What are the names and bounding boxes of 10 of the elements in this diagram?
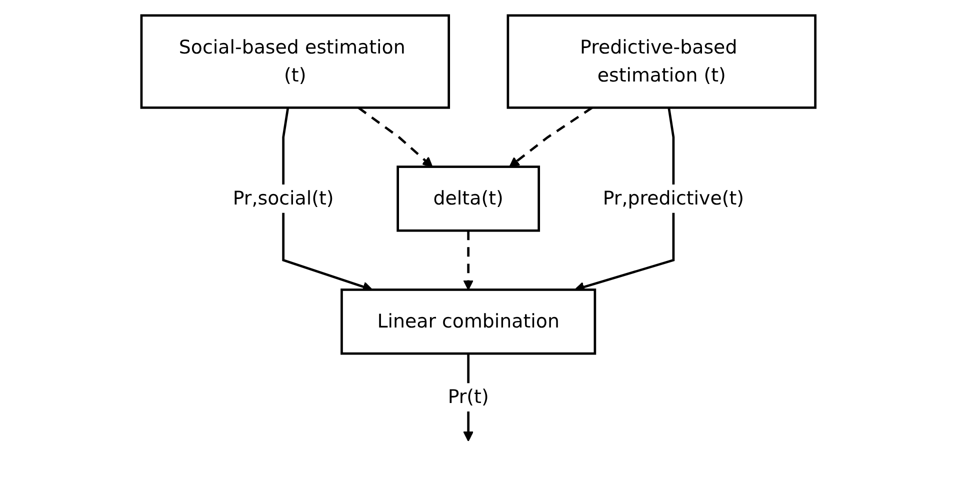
node-box: Linear combination <box>340 288 596 355</box>
node-box: Social-based estimation (t) <box>140 14 450 109</box>
arrow <box>463 230 474 290</box>
edge-label: Pr(t) <box>448 386 489 408</box>
node-box: Predictive-based estimation (t) <box>506 14 817 109</box>
edge-label: Pr,social(t) <box>232 186 334 210</box>
arrow <box>509 106 593 168</box>
edge-label: Pr,predictive(t) <box>602 186 744 210</box>
node-box: delta(t) <box>396 166 540 232</box>
arrow <box>358 106 433 168</box>
